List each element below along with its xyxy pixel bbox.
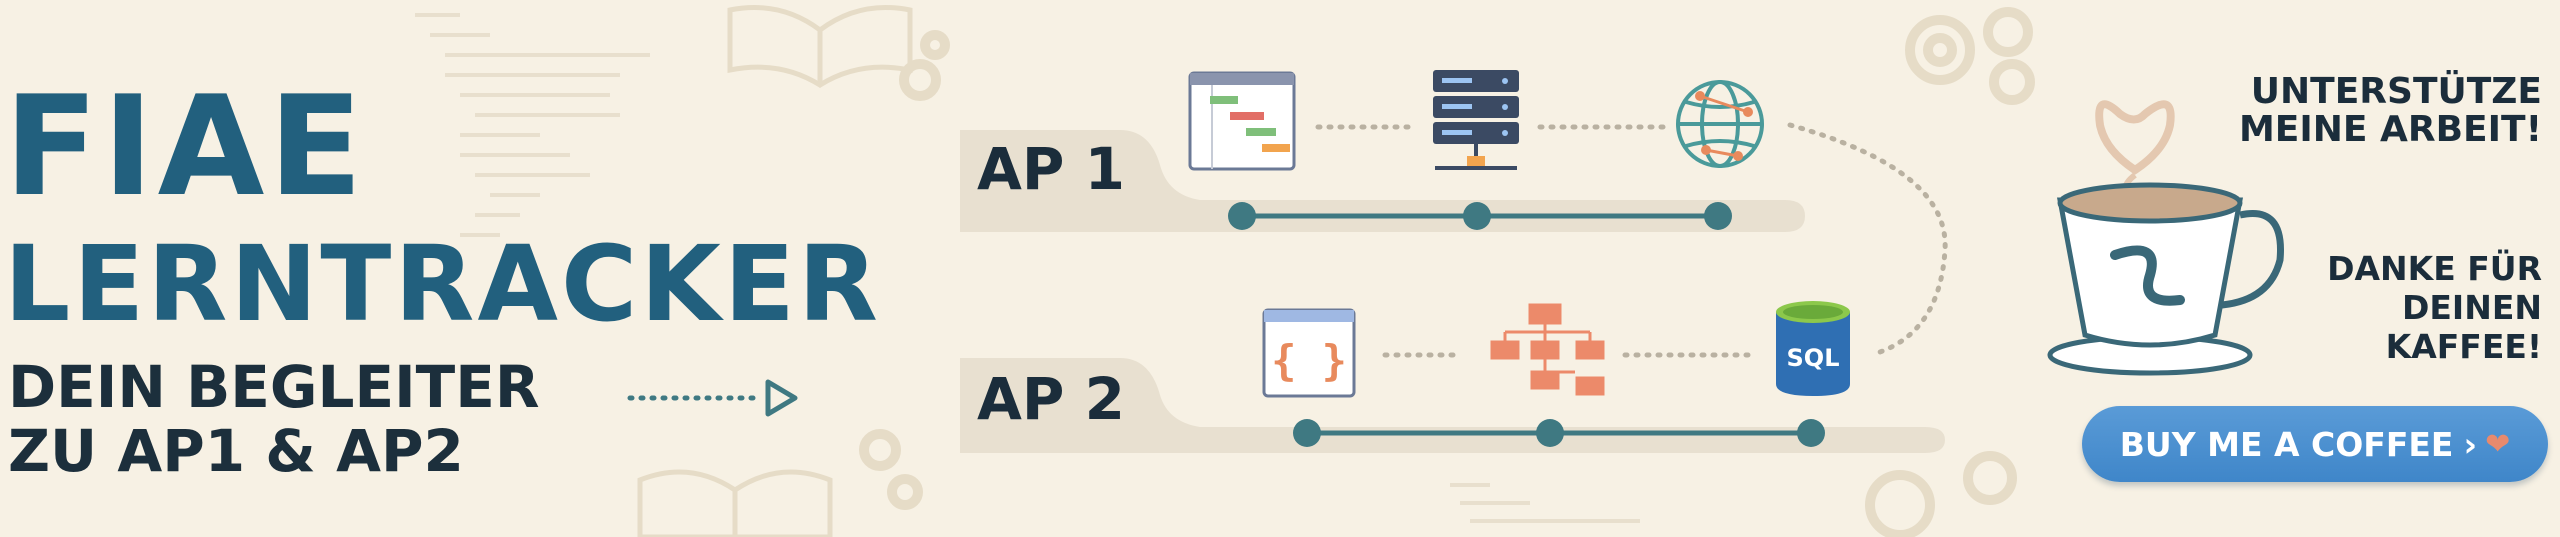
page-title-line1: FIAE [4, 66, 367, 227]
ap1-milestone-3 [1704, 202, 1732, 230]
server-icon [1433, 70, 1519, 170]
page-title-line2: LERNTRACKER [4, 223, 881, 345]
heart-icon: ❤ [2485, 426, 2511, 462]
ap2-milestone-1 [1293, 419, 1321, 447]
buy-me-a-coffee-label: BUY ME A COFFEE [2119, 424, 2454, 464]
ap1-milestone-2 [1463, 202, 1491, 230]
ap1-label: AP 1 [977, 135, 1125, 203]
code-braces-icon: { } [1262, 308, 1356, 398]
thanks-line3: KAFFEE! [2385, 327, 2542, 366]
chevron-right-icon: › [2463, 424, 2478, 464]
code-snippet-decoration [415, 13, 1640, 523]
subtitle-line2: ZU AP1 & AP2 [8, 417, 464, 485]
subtitle-line1: DEIN BEGLEITER [8, 353, 540, 421]
ap1-track-pill [960, 130, 1805, 232]
globe-network-icon [1676, 80, 1764, 168]
brace-glyph: { } [1271, 336, 1347, 385]
sql-label: SQL [1787, 344, 1840, 372]
org-chart-icon [1490, 303, 1605, 396]
book-icon [637, 5, 913, 537]
dotted-arrow-icon [627, 379, 798, 417]
support-headline-line2: MEINE ARBEIT! [2238, 109, 2542, 150]
ap1-timeline [1228, 202, 1732, 230]
ap2-timeline [1293, 419, 1825, 447]
buy-me-a-coffee-button[interactable]: BUY ME A COFFEE › ❤ [2082, 406, 2548, 482]
ap2-milestone-3 [1797, 419, 1825, 447]
ap2-track-pill [960, 358, 1945, 453]
coffee-cup-icon [2047, 100, 2284, 376]
gear-icon [859, 7, 2035, 537]
support-headline-line1: UNTERSTÜTZE [2250, 71, 2542, 112]
sql-database-icon: SQL [1776, 301, 1850, 396]
ap1-milestone-1 [1228, 202, 1256, 230]
thanks-line2: DEINEN [2402, 288, 2542, 327]
ap2-label: AP 2 [977, 365, 1125, 433]
thanks-line1: DANKE FÜR [2327, 249, 2542, 288]
gantt-chart-icon [1188, 71, 1296, 171]
icon-connectors [1315, 122, 1948, 358]
ap2-milestone-2 [1536, 419, 1564, 447]
